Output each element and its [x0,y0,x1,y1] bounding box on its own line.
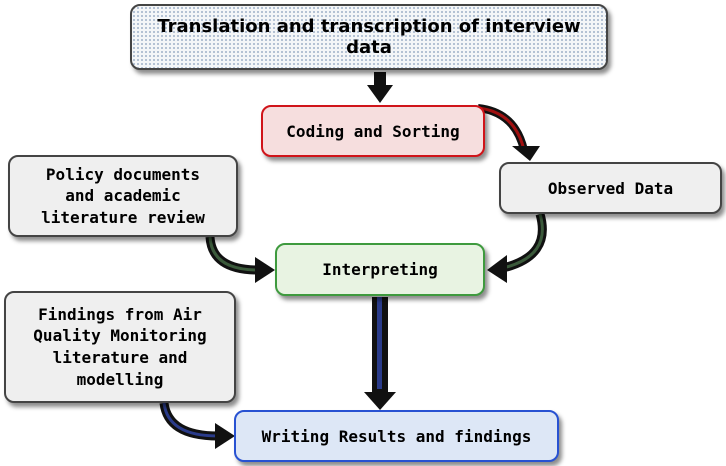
arrow-transcription-to-coding [367,72,393,103]
node-transcription-label: Translation and transcription of intervi… [157,16,581,58]
node-transcription: Translation and transcription of intervi… [130,4,608,70]
arrow-findings-to-writing [159,402,235,449]
node-interpreting-label: Interpreting [322,260,438,279]
node-interpreting: Interpreting [275,243,485,296]
node-writing-results: Writing Results and findings [234,410,559,462]
arrow-coding-to-observed [477,104,540,161]
node-air-quality-findings: Findings from Air Quality Monitoring lit… [4,291,236,403]
node-coding-sorting: Coding and Sorting [261,105,485,157]
node-policy-literature-label: Policy documents and academic literature… [41,164,205,227]
arrow-policy-to-interpreting [205,236,275,283]
node-policy-literature: Policy documents and academic literature… [8,155,238,237]
node-coding-sorting-label: Coding and Sorting [286,121,460,141]
arrow-observed-to-interpreting [487,212,547,283]
node-writing-results-label: Writing Results and findings [261,426,532,446]
node-air-quality-findings-label: Findings from Air Quality Monitoring lit… [33,304,207,389]
arrow-interpreting-to-writing [364,297,396,410]
node-observed-data: Observed Data [499,162,722,214]
node-observed-data-label: Observed Data [547,178,674,198]
